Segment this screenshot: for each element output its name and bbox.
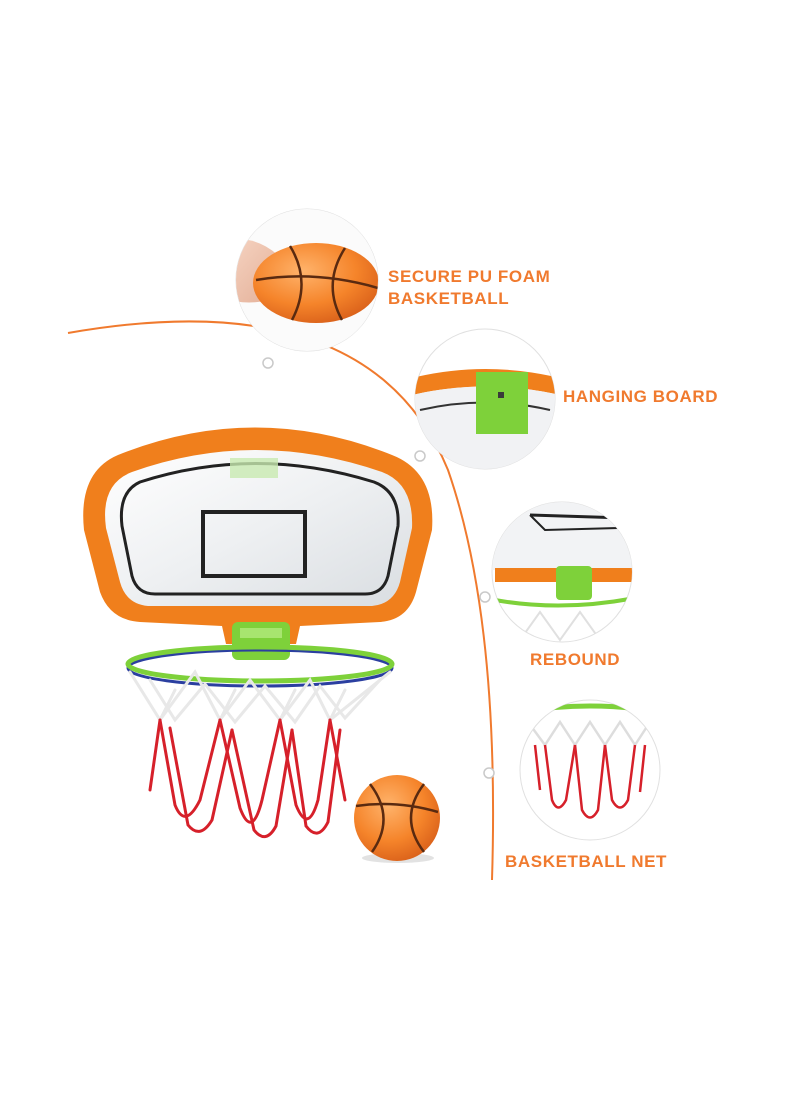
basketball-hoop [125, 622, 395, 688]
backboard [83, 427, 433, 644]
arc-node [414, 450, 426, 462]
basketball-net [128, 669, 392, 838]
arc-node [483, 767, 495, 779]
feature-label-line: BASKETBALL [388, 289, 510, 308]
feature-label-line: REBOUND [530, 650, 621, 669]
feature-label-foam: SECURE PU FOAM BASKETBALL [388, 266, 550, 310]
foam-ball-detail [235, 208, 379, 352]
hanging-board-icon [414, 328, 556, 470]
basketball-net-icon [519, 699, 661, 841]
rebound-icon [491, 501, 633, 643]
feature-label-line: HANGING BOARD [563, 387, 719, 406]
feature-label-rebound: REBOUND [530, 649, 620, 671]
feature-label-line: BASKETBALL NET [505, 852, 668, 871]
feature-label-hanging: HANGING BOARD [563, 386, 718, 408]
guide-arc [67, 320, 495, 881]
feature-label-line: SECURE PU FOAM [388, 267, 551, 286]
arc-node [479, 591, 491, 603]
feature-label-net: BASKETBALL NET [505, 851, 667, 873]
arc-node [262, 357, 274, 369]
basketball-icon [354, 775, 440, 863]
